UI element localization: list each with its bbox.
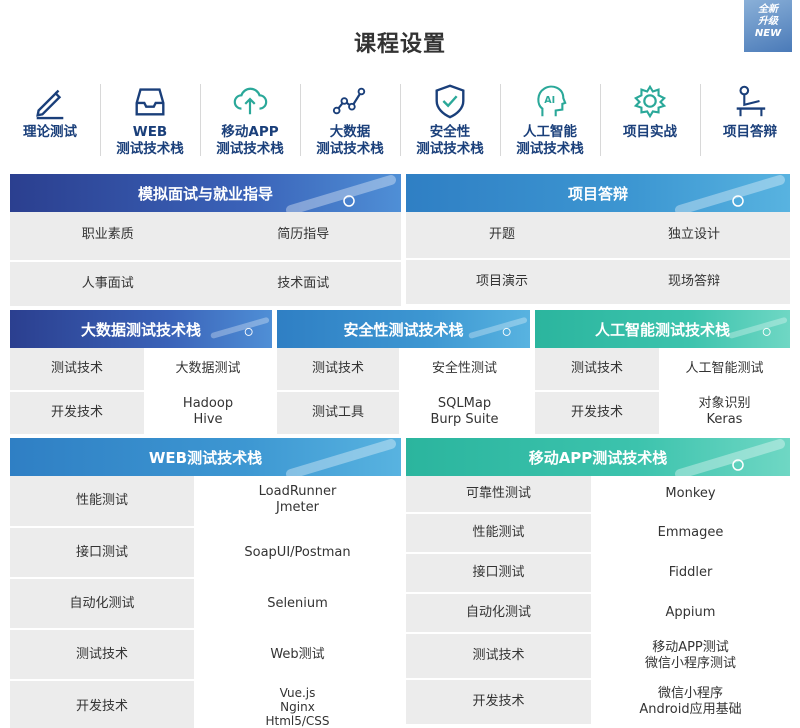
grid-cell: 人事面试 <box>10 260 206 306</box>
grid-cell: 微信小程序 Android应用基础 <box>591 680 790 724</box>
new-badge: 全新 升级 NEW <box>744 0 792 52</box>
grid-cell: 现场答辩 <box>598 258 790 304</box>
grid-cell: 对象识别 Keras <box>659 390 790 434</box>
web-panel: WEB测试技术栈 性能测试 LoadRunner Jmeter 接口测试 Soa… <box>10 438 401 728</box>
grid-cell: 性能测试 <box>10 476 194 526</box>
decoration-icon <box>675 175 785 212</box>
grid-cell: Hadoop Hive <box>144 390 272 434</box>
cloud-upload-icon <box>233 87 268 115</box>
grid-cell: 独立设计 <box>598 212 790 258</box>
course-label: 理论测试 <box>23 124 77 140</box>
section-title: 人工智能测试技术栈 <box>594 320 730 339</box>
grid-cell: 人工智能测试 <box>659 348 790 390</box>
section-title: 移动APP测试技术栈 <box>528 448 668 467</box>
defense-header: 项目答辩 <box>406 174 790 212</box>
security-header: 安全性测试技术栈 <box>277 310 530 348</box>
grid-cell: 开发技术 <box>535 390 659 434</box>
grid-cell: 测试技术 <box>535 348 659 390</box>
grid-cell: SoapUI/Postman <box>194 528 401 577</box>
presenter-icon <box>736 85 766 117</box>
grid-cell: 开发技术 <box>10 681 194 728</box>
section-title: WEB测试技术栈 <box>148 448 263 467</box>
grid-cell: Selenium <box>194 579 401 628</box>
page-title: 课程设置 <box>353 32 446 57</box>
course-label: 人工智能 测试技术栈 <box>516 124 584 157</box>
grid-cell: 简历指导 <box>205 212 401 258</box>
gear-icon <box>633 84 667 119</box>
grid-cell: 职业素质 <box>10 212 206 258</box>
grid-cell: 开题 <box>406 212 598 258</box>
grid-cell: 接口测试 <box>406 554 591 592</box>
interview-header: 模拟面试与就业指导 <box>10 174 401 212</box>
tray-icon <box>135 88 165 116</box>
grid-cell: 技术面试 <box>205 260 401 306</box>
pen-icon <box>36 89 64 120</box>
interview-panel: 模拟面试与就业指导 职业素质 简历指导 人事面试 技术面试 <box>10 174 401 306</box>
course-bigdata[interactable]: 大数据 测试技术栈 <box>300 78 400 162</box>
course-label: WEB 测试技术栈 <box>116 124 184 157</box>
bigdata-header: 大数据测试技术栈 <box>10 310 272 348</box>
course-ai[interactable]: AI 人工智能 测试技术栈 <box>500 78 600 162</box>
decoration-icon <box>286 439 396 476</box>
svg-text:AI: AI <box>544 95 555 106</box>
section-title: 项目答辩 <box>567 184 628 203</box>
web-header: WEB测试技术栈 <box>10 438 401 476</box>
grid-cell: Vue.js Nginx Html5/CSS <box>194 681 401 728</box>
section-title: 安全性测试技术栈 <box>343 320 464 339</box>
security-panel: 安全性测试技术栈 测试技术 安全性测试 测试工具 SQLMap Burp Sui… <box>277 310 530 434</box>
grid-cell: 测试技术 <box>406 634 591 678</box>
bigdata-panel: 大数据测试技术栈 测试技术 大数据测试 开发技术 Hadoop Hive <box>10 310 272 434</box>
grid-cell: Appium <box>591 594 790 632</box>
grid-cell: 自动化测试 <box>10 579 194 628</box>
grid-cell: 测试工具 <box>277 390 399 434</box>
app-panel: 移动APP测试技术栈 可靠性测试 Monkey 性能测试 Emmagee 接口测… <box>406 438 790 724</box>
grid-cell: 自动化测试 <box>406 594 591 632</box>
grid-cell: Monkey <box>591 476 790 512</box>
grid-cell: 测试技术 <box>10 630 194 679</box>
decoration-icon <box>675 439 785 476</box>
grid-cell: 可靠性测试 <box>406 476 591 512</box>
course-label: 大数据 测试技术栈 <box>316 124 384 157</box>
grid-cell: Fiddler <box>591 554 790 592</box>
decoration-icon <box>286 175 396 212</box>
section-title: 模拟面试与就业指导 <box>137 184 273 203</box>
grid-cell: 项目演示 <box>406 258 598 304</box>
grid-cell: 测试技术 <box>277 348 399 390</box>
course-practice[interactable]: 项目实战 <box>600 78 700 162</box>
decoration-icon <box>210 317 270 339</box>
grid-cell: SQLMap Burp Suite <box>399 390 530 434</box>
decoration-icon <box>728 317 788 339</box>
course-app[interactable]: 移动APP 测试技术栈 <box>200 78 300 162</box>
course-label: 移动APP 测试技术栈 <box>216 124 284 157</box>
shield-check-icon <box>435 84 465 119</box>
grid-cell: 开发技术 <box>10 390 144 434</box>
grid-cell: Web测试 <box>194 630 401 679</box>
decoration-icon <box>468 317 528 339</box>
grid-cell: 安全性测试 <box>399 348 530 390</box>
grid-cell: 接口测试 <box>10 528 194 577</box>
course-label: 项目答辩 <box>723 124 777 140</box>
course-security[interactable]: 安全性 测试技术栈 <box>400 78 500 162</box>
grid-cell: Emmagee <box>591 514 790 552</box>
grid-cell: 测试技术 <box>10 348 144 390</box>
course-icon-row: 理论测试 WEB 测试技术栈 移动APP 测试技术栈 大数据 测试技术栈 安全性… <box>0 78 800 162</box>
section-title: 大数据测试技术栈 <box>80 320 201 339</box>
ai-header: 人工智能测试技术栈 <box>535 310 790 348</box>
grid-cell: LoadRunner Jmeter <box>194 476 401 526</box>
course-label: 项目实战 <box>623 124 677 140</box>
course-web[interactable]: WEB 测试技术栈 <box>100 78 200 162</box>
ai-head-icon: AI <box>537 85 567 117</box>
app-header: 移动APP测试技术栈 <box>406 438 790 476</box>
ai-panel: 人工智能测试技术栈 测试技术 人工智能测试 开发技术 对象识别 Keras <box>535 310 790 434</box>
grid-cell: 移动APP测试 微信小程序测试 <box>591 634 790 678</box>
grid-cell: 性能测试 <box>406 514 591 552</box>
chart-line-icon <box>332 87 366 115</box>
course-theory[interactable]: 理论测试 <box>0 78 100 162</box>
defense-panel: 项目答辩 开题 独立设计 项目演示 现场答辩 <box>406 174 790 304</box>
grid-cell: 大数据测试 <box>144 348 272 390</box>
course-label: 安全性 测试技术栈 <box>416 124 484 157</box>
grid-cell: 开发技术 <box>406 680 591 724</box>
course-defense[interactable]: 项目答辩 <box>700 78 800 162</box>
